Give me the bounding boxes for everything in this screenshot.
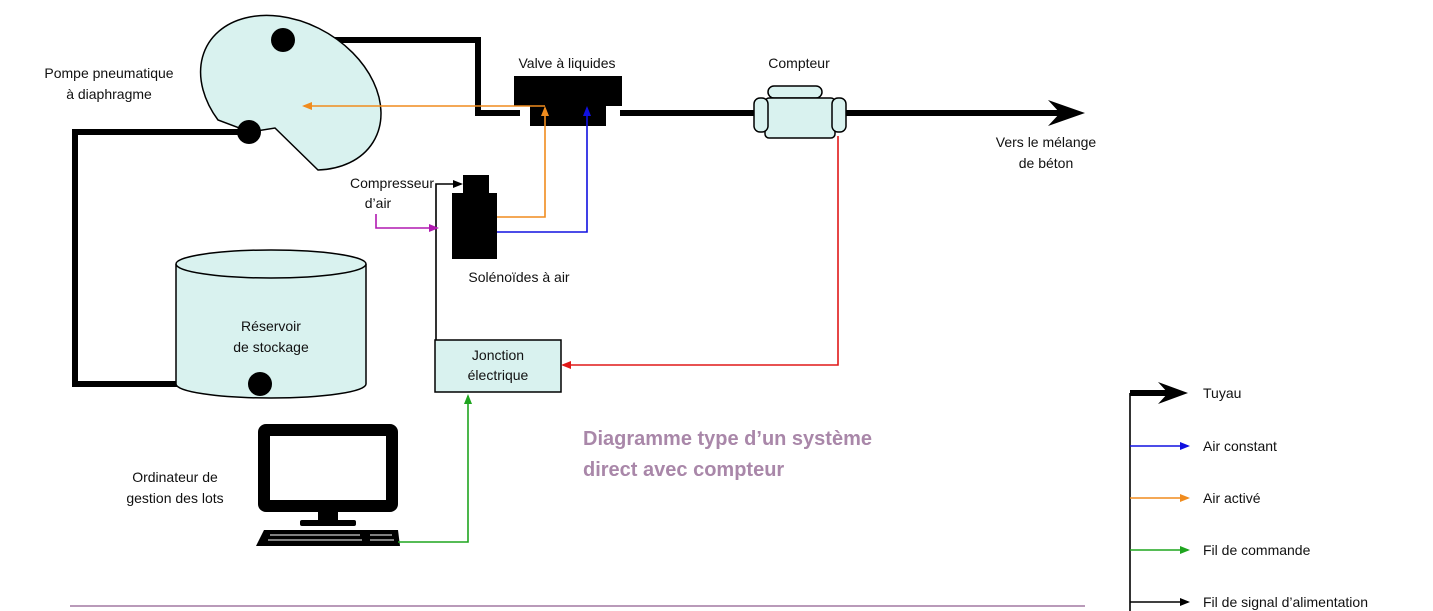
- legend-label-constant-air: Air constant: [1203, 438, 1277, 454]
- meter-signal-line: [561, 136, 839, 369]
- tank-label-line1: Réservoir: [241, 318, 301, 334]
- solenoids-label: Solénoïdes à air: [468, 269, 570, 285]
- computer-stand: [318, 512, 338, 522]
- air-solenoid-top: [463, 175, 489, 195]
- power-signal-line: [435, 180, 463, 340]
- junction-label-line2: électrique: [468, 367, 529, 383]
- hose-arrowhead: [1048, 100, 1085, 126]
- pump-outlet-port: [271, 28, 295, 52]
- legend-label-power-signal: Fil de signal d’alimentation: [1203, 594, 1368, 610]
- liquid-valve-body: [514, 76, 622, 106]
- meter-label: Compteur: [768, 55, 830, 71]
- compressor-label-line1: Compresseur: [350, 175, 434, 191]
- liquid-valve-base: [530, 104, 606, 126]
- hose-pump-to-tank: [72, 129, 260, 387]
- diagram-title-line2: direct avec compteur: [583, 459, 784, 481]
- hose-pump-to-valve: [283, 37, 520, 116]
- compressor-label-line2: d’air: [365, 195, 392, 211]
- computer-label-line2: gestion des lots: [126, 490, 223, 506]
- activated-air-line-valve: [497, 106, 549, 218]
- pump-label-line2: à diaphragme: [66, 86, 152, 102]
- junction-label-line1: Jonction: [472, 347, 524, 363]
- legend-label-activated-air: Air activé: [1203, 490, 1261, 506]
- flow-meter-body: [764, 97, 836, 139]
- tank-label-line2: de stockage: [233, 339, 309, 355]
- legend-label-control-wire: Fil de commande: [1203, 542, 1311, 558]
- computer-keyboard: [256, 530, 400, 546]
- pump-inlet-port: [237, 120, 261, 144]
- computer-screen: [270, 436, 386, 500]
- computer-base: [300, 520, 356, 526]
- destination-label-line1: Vers le mélange: [996, 134, 1097, 150]
- legend: Tuyau Air constant Air activé Fil de com…: [1129, 382, 1368, 611]
- flow-meter-cap: [767, 85, 823, 99]
- tank-outlet-port: [248, 372, 272, 396]
- storage-tank-top: [175, 249, 367, 279]
- legend-label-hose: Tuyau: [1203, 385, 1241, 401]
- legend-hose-arrowhead: [1158, 382, 1188, 404]
- computer-label-line1: Ordinateur de: [132, 469, 218, 485]
- diaphragm-pump: [199, 14, 382, 171]
- diagram-title-line1: Diagramme type d’un système: [583, 428, 872, 450]
- storage-tank: [175, 264, 367, 399]
- keyboard-keys: [268, 534, 394, 541]
- pump-label-line1: Pompe pneumatique: [44, 65, 173, 81]
- compressor-air-line: [375, 214, 439, 232]
- constant-air-line: [497, 106, 591, 233]
- flow-meter-left-flange: [753, 97, 769, 133]
- valve-label: Valve à liquides: [518, 55, 615, 71]
- flow-meter-right-flange: [831, 97, 847, 133]
- air-solenoid-body: [452, 193, 497, 259]
- control-wire-line: [398, 394, 472, 543]
- destination-label-line2: de béton: [1019, 155, 1074, 171]
